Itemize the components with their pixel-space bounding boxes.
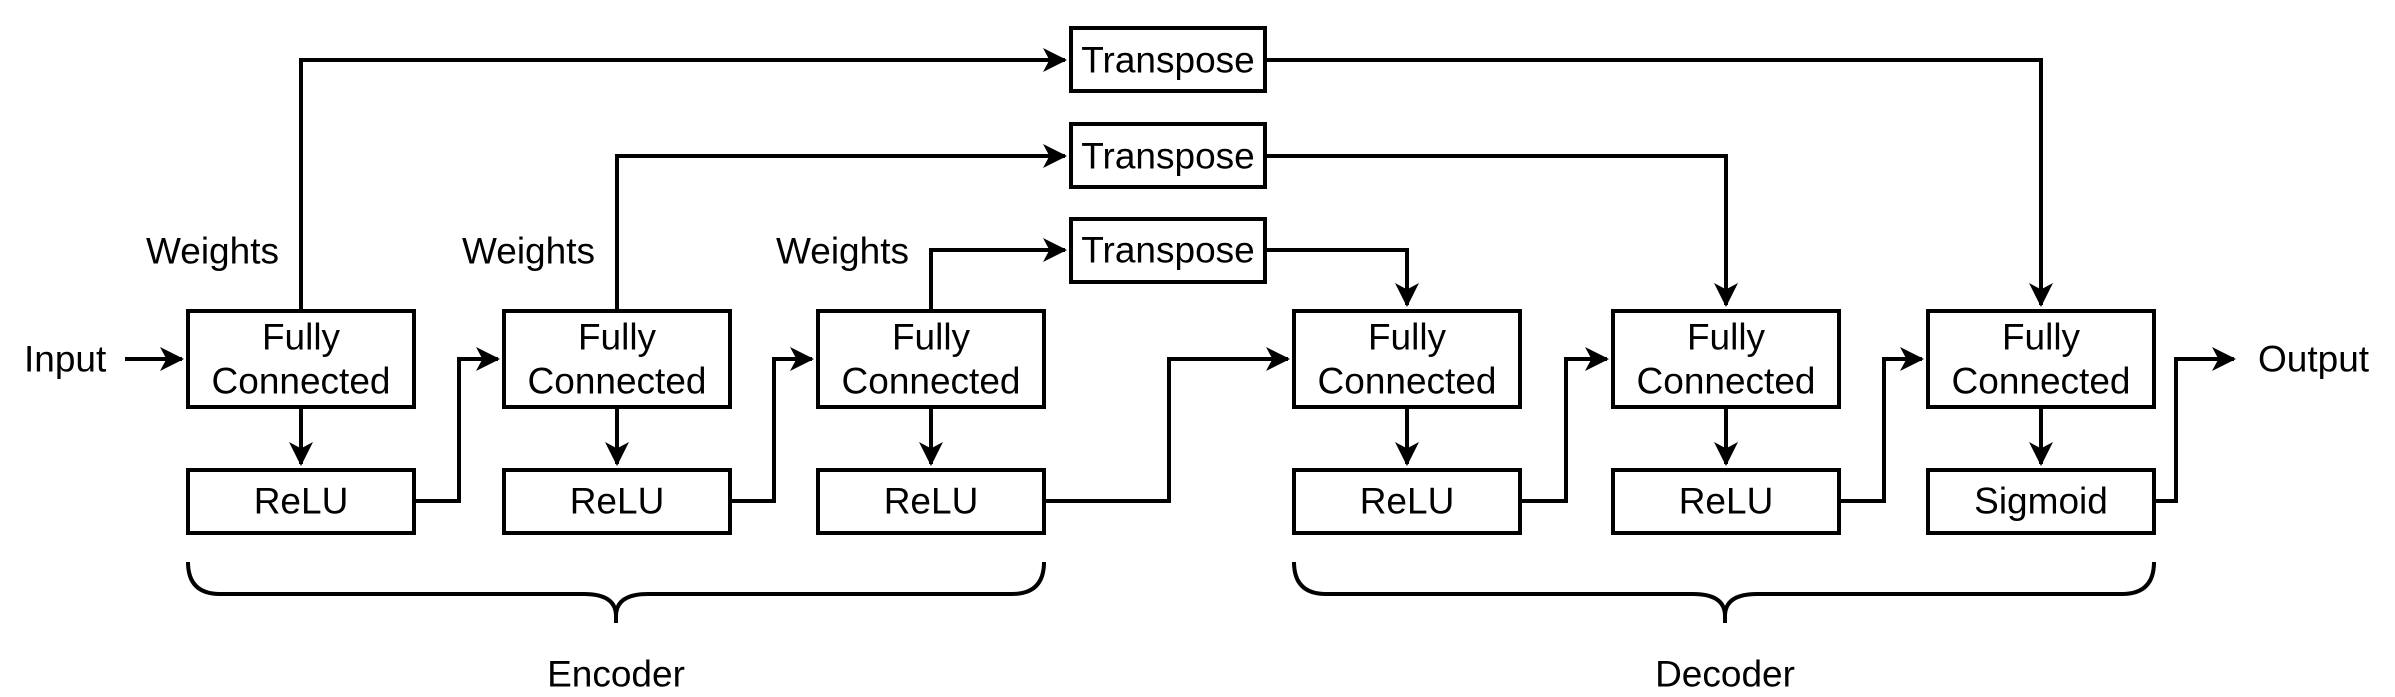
fully-connected-box-6 (1926, 309, 2156, 409)
transpose-box-3 (1069, 217, 1267, 284)
decoder-label: Decoder (1655, 654, 1795, 695)
relu-box-5 (1611, 468, 1841, 535)
fc3-weights-to-transpose3-arrow (929, 238, 1067, 311)
transpose-label-3: Transpose (1081, 230, 1254, 271)
fc5-label-line1: Fully (1687, 317, 1766, 358)
relu3-to-fc4-connector (1044, 347, 1290, 503)
relu-box-2 (502, 468, 732, 535)
weights-label-2: Weights (462, 231, 595, 272)
fully-connected-box-1 (186, 309, 416, 409)
relu2-to-fc3-connector (730, 347, 814, 503)
transpose-box-2 (1069, 122, 1267, 189)
fc6-label-line2: Connected (1952, 361, 2131, 402)
fully-connected-box-5 (1611, 309, 1841, 409)
sigmoid-box (1926, 468, 2156, 535)
relu1-label: ReLU (254, 481, 349, 522)
relu4-to-fc5-connector (1520, 347, 1609, 503)
transpose-label-1: Transpose (1081, 40, 1254, 81)
relu2-label: ReLU (570, 481, 665, 522)
connector-lines (125, 48, 2236, 623)
fc3-label-line1: Fully (892, 317, 971, 358)
encoder-brace (186, 561, 1046, 623)
relu-box-4 (1292, 468, 1522, 535)
weights-label-3: Weights (776, 231, 909, 272)
fully-connected-box-2 (502, 309, 732, 409)
fully-connected-box-4 (1292, 309, 1522, 409)
relu1-to-fc2-connector (414, 347, 500, 503)
fc1-label-line1: Fully (262, 317, 341, 358)
relu-box-3 (816, 468, 1046, 535)
relu-box-1 (186, 468, 416, 535)
relu5-to-fc6-connector (1839, 347, 1924, 503)
transpose2-to-fc5-arrow (1265, 154, 1738, 307)
fc3-label-line2: Connected (842, 361, 1021, 402)
fully-connected-box-3 (816, 309, 1046, 409)
fc4-label-line2: Connected (1318, 361, 1497, 402)
relu4-label: ReLU (1360, 481, 1455, 522)
fc2-label-line1: Fully (578, 317, 657, 358)
sigmoid-to-output-arrow (2154, 347, 2236, 503)
fc4-label-line1: Fully (1368, 317, 1447, 358)
weights-label-1: Weights (146, 231, 279, 272)
input-label: Input (24, 339, 107, 380)
relu3-label: ReLU (884, 481, 979, 522)
decoder-brace (1292, 561, 2156, 623)
node-labels: Input Output Weights Weights Weights Tra… (24, 40, 2370, 695)
relu5-label: ReLU (1679, 481, 1774, 522)
transpose-label-2: Transpose (1081, 136, 1254, 177)
output-label: Output (2258, 339, 2370, 380)
fc5-label-line2: Connected (1637, 361, 1816, 402)
sigmoid-label: Sigmoid (1974, 481, 2108, 522)
encoder-label: Encoder (547, 654, 685, 695)
fc2-label-line2: Connected (528, 361, 707, 402)
transpose3-to-fc4-arrow (1265, 248, 1419, 307)
transpose-box-1 (1069, 26, 1267, 93)
node-boxes (186, 26, 2156, 535)
transpose1-to-fc6-arrow (1265, 58, 2053, 307)
fc6-label-line1: Fully (2002, 317, 2081, 358)
fc1-weights-to-transpose1-arrow (299, 48, 1067, 311)
fc2-weights-to-transpose2-arrow (615, 144, 1067, 311)
fc1-label-line2: Connected (212, 361, 391, 402)
